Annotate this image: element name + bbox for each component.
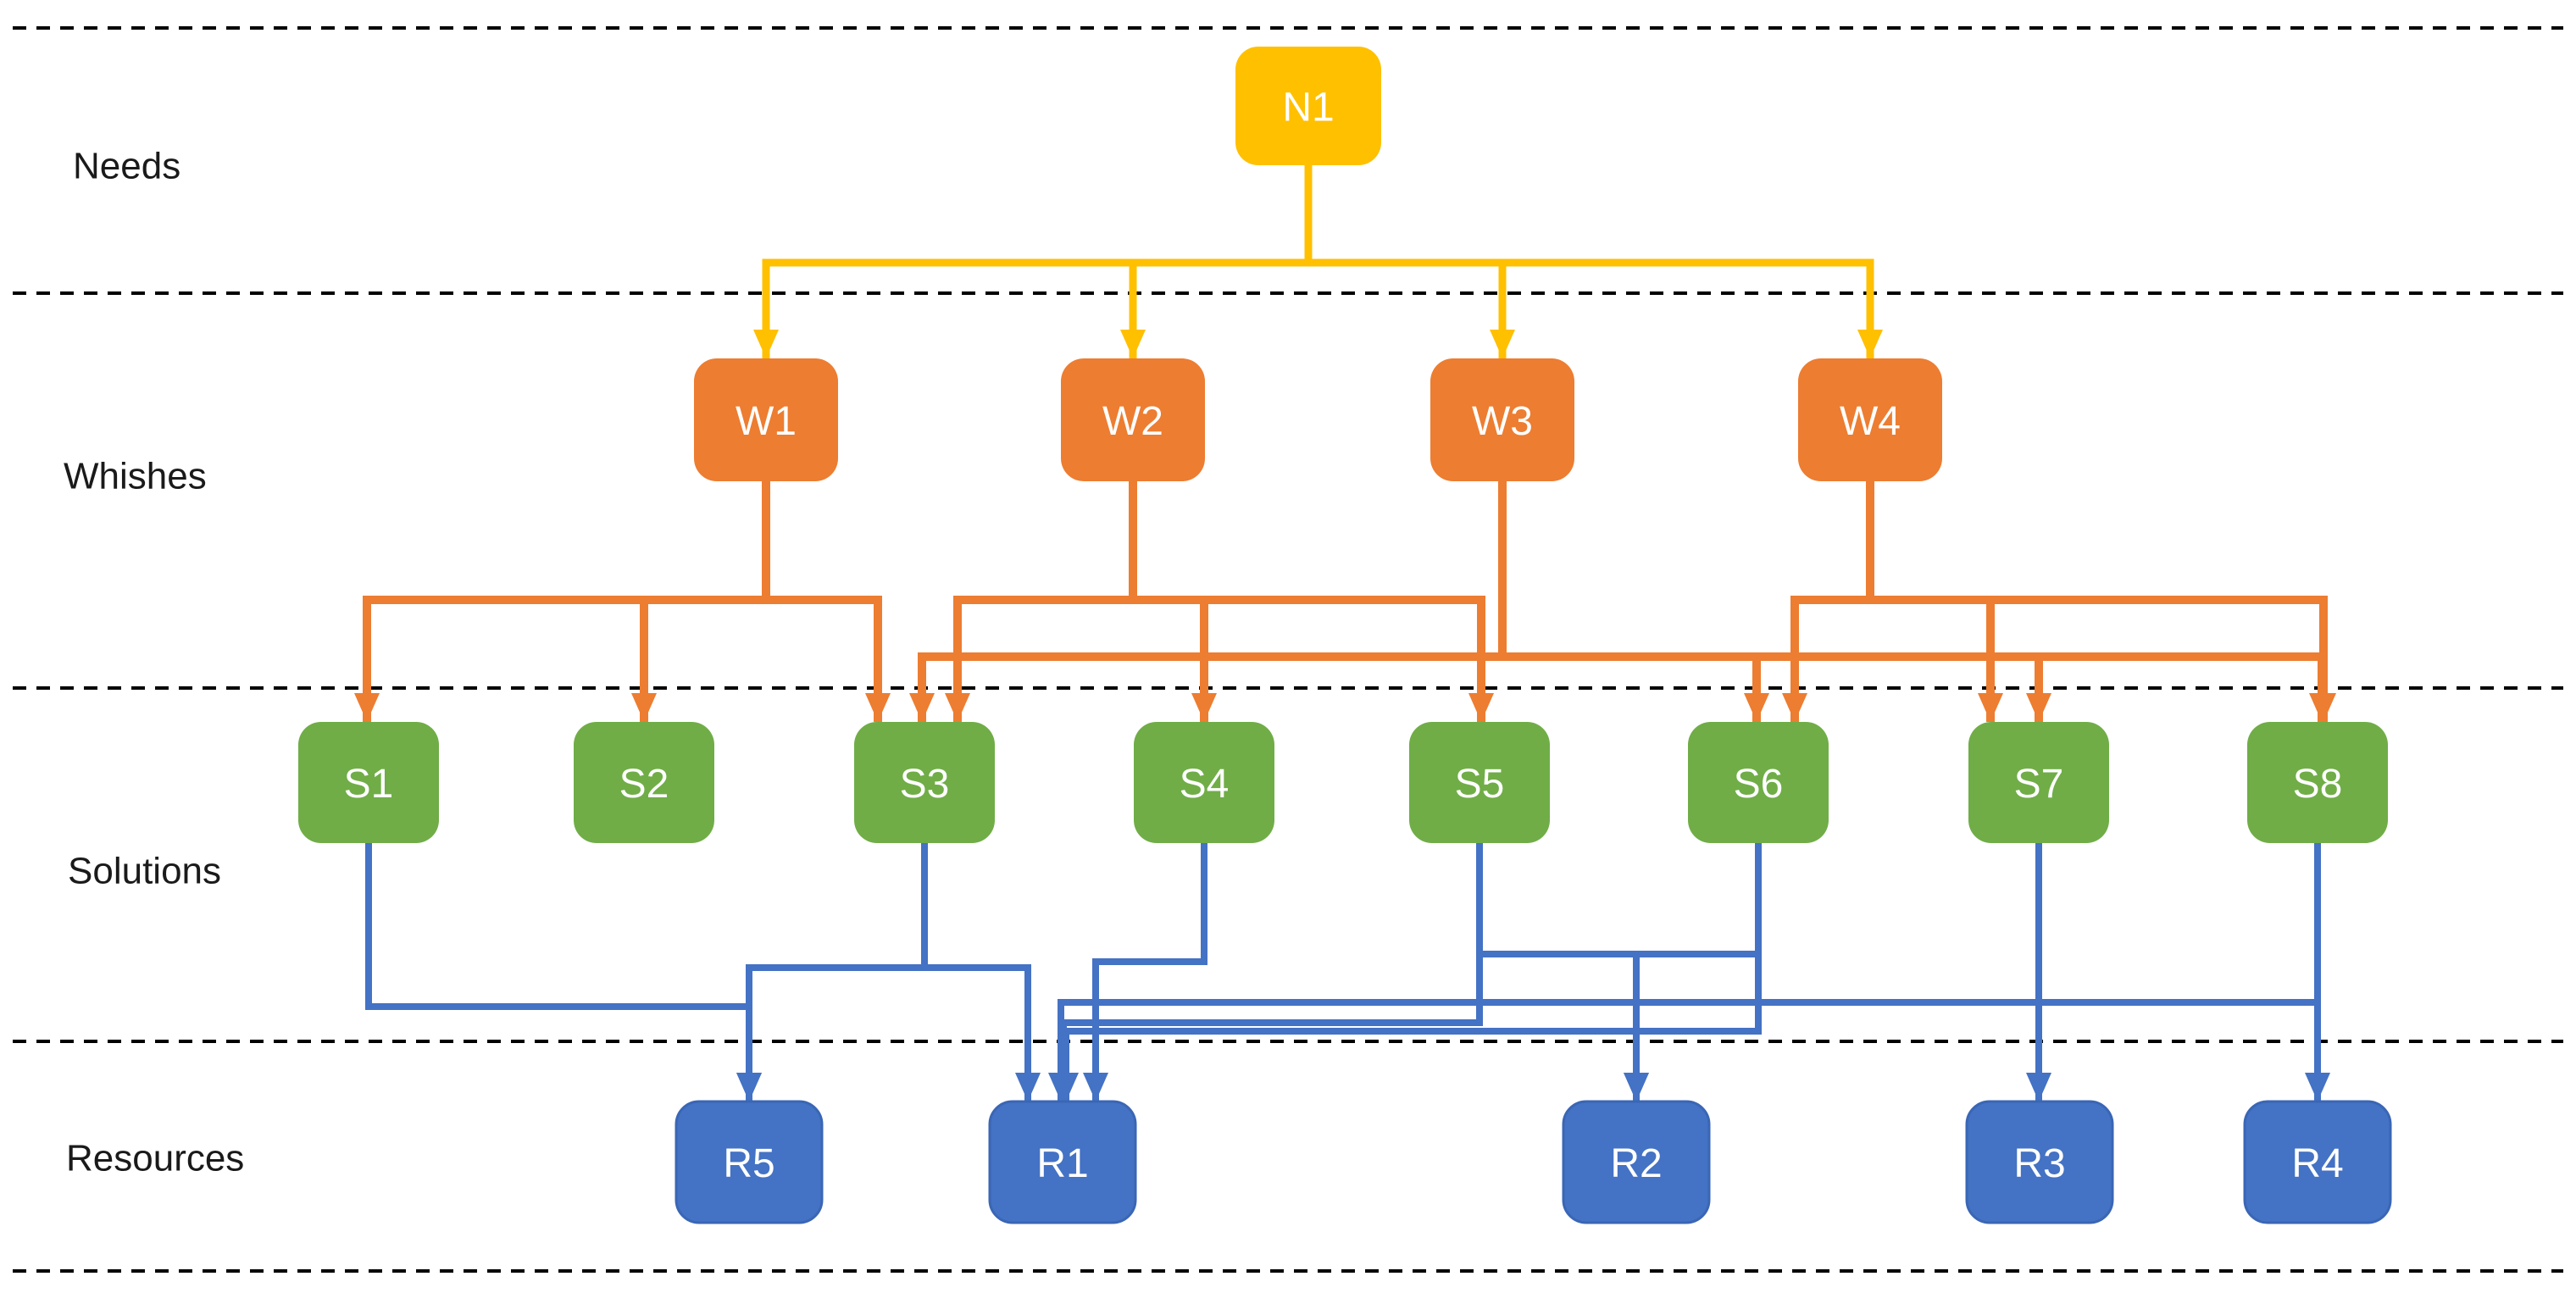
- node-W4-box: [1798, 358, 1942, 481]
- node-S2-box: [574, 722, 714, 843]
- node-W4-label: W4: [1840, 399, 1901, 444]
- node-S6-box: [1688, 722, 1829, 843]
- row-label-needs: Needs: [73, 146, 180, 187]
- node-R5: R5: [675, 1100, 824, 1224]
- node-S7: S7: [1968, 722, 2109, 843]
- node-S1-label: S1: [344, 762, 394, 807]
- node-S4-label: S4: [1180, 762, 1230, 807]
- node-W3-label: W3: [1472, 399, 1533, 444]
- edge-S4-R1: [1083, 843, 1208, 1102]
- edge-S6-R1: [1053, 843, 1762, 1102]
- edge-W2-S5: [1129, 481, 1494, 722]
- edge-S8-R1: [1048, 843, 2321, 1102]
- node-R4: R4: [2243, 1100, 2392, 1224]
- node-R5-label: R5: [723, 1141, 774, 1186]
- node-S7-box: [1968, 722, 2109, 843]
- node-S7-label: S7: [2014, 762, 2064, 807]
- node-W2-box: [1061, 358, 1205, 481]
- node-W2-label: W2: [1102, 399, 1163, 444]
- node-W2: W2: [1061, 358, 1205, 481]
- node-S8-label: S8: [2293, 762, 2343, 807]
- node-W3: W3: [1430, 358, 1574, 481]
- node-R2-box: [1562, 1100, 1711, 1224]
- edge-W3-S6: [1498, 481, 1769, 722]
- node-R2: R2: [1562, 1100, 1711, 1224]
- edge-S3-R5: [736, 843, 928, 1102]
- edge-S6-R2: [1624, 843, 1762, 1102]
- node-W1: W1: [694, 358, 838, 481]
- node-N1: N1: [1235, 47, 1381, 165]
- edge-S3-R1: [921, 843, 1041, 1102]
- node-S1-box: [298, 722, 439, 843]
- node-S5-label: S5: [1455, 762, 1505, 807]
- row-label-wishes: Whishes: [64, 456, 207, 497]
- row-label-solutions: Solutions: [68, 851, 221, 892]
- node-S8: S8: [2247, 722, 2388, 843]
- edge-W4-S6: [1782, 481, 1874, 722]
- connectors: [354, 165, 2336, 1102]
- node-N1-label: N1: [1282, 86, 1334, 130]
- node-R1-box: [988, 1100, 1137, 1224]
- edge-S5-R1: [1051, 843, 1483, 1102]
- node-S3: S3: [854, 722, 995, 843]
- node-S6: S6: [1688, 722, 1829, 843]
- node-R3-label: R3: [2013, 1141, 2065, 1186]
- node-N1-box: [1235, 47, 1381, 165]
- edge-N1-W2: [1120, 165, 1313, 358]
- node-S6-label: S6: [1734, 762, 1784, 807]
- row-label-resources: Resources: [66, 1138, 244, 1179]
- node-S4-box: [1134, 722, 1274, 843]
- edge-W2-S3: [945, 481, 1137, 722]
- node-R4-label: R4: [2291, 1141, 2343, 1186]
- node-S1: S1: [298, 722, 439, 843]
- node-W4: W4: [1798, 358, 1942, 481]
- node-W3-box: [1430, 358, 1574, 481]
- separator-lines: [13, 26, 2563, 1273]
- node-S4: S4: [1134, 722, 1274, 843]
- node-S2-label: S2: [619, 762, 669, 807]
- edge-W1-S3: [762, 481, 891, 722]
- node-S5: S5: [1409, 722, 1550, 843]
- node-R1: R1: [988, 1100, 1137, 1224]
- edge-S1-R5: [365, 843, 762, 1102]
- node-W1-label: W1: [736, 399, 797, 444]
- node-S8-box: [2247, 722, 2388, 843]
- node-R3: R3: [1965, 1100, 2114, 1224]
- node-S3-box: [854, 722, 995, 843]
- node-S5-box: [1409, 722, 1550, 843]
- edge-N1-W4: [1304, 165, 1883, 358]
- edge-S5-R2: [1476, 843, 1649, 1102]
- node-S2: S2: [574, 722, 714, 843]
- node-R4-box: [2243, 1100, 2392, 1224]
- node-R1-label: R1: [1036, 1141, 1088, 1186]
- edge-W4-S8: [1866, 481, 2336, 722]
- node-W1-box: [694, 358, 838, 481]
- node-R5-box: [675, 1100, 824, 1224]
- node-R3-box: [1965, 1100, 2114, 1224]
- node-R2-label: R2: [1610, 1141, 1662, 1186]
- edge-W1-S2: [631, 481, 770, 722]
- node-S3-label: S3: [900, 762, 950, 807]
